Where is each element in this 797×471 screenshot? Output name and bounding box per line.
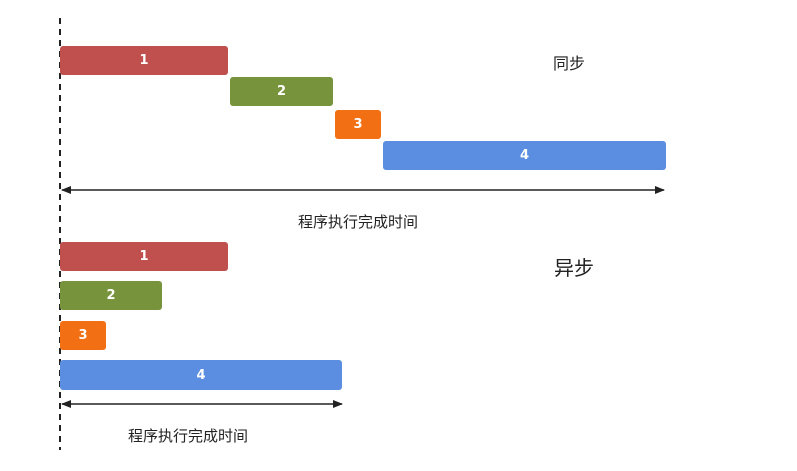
sync-task-2-label: 2 bbox=[276, 84, 287, 99]
sync-task-1-label: 1 bbox=[139, 53, 149, 68]
async-task-2-label: 2 bbox=[106, 288, 116, 303]
sync-task-1-bar: 1 bbox=[60, 46, 228, 75]
async-task-1-bar: 1 bbox=[60, 242, 228, 271]
async-task-4-bar: 4 bbox=[60, 360, 342, 390]
async-task-1-label: 1 bbox=[139, 249, 149, 264]
async-duration-caption: 程序执行完成时间 bbox=[128, 427, 249, 445]
sync-task-3-bar: 3 bbox=[335, 110, 381, 139]
async-title: 异步 bbox=[554, 256, 594, 280]
sync-title: 同步 bbox=[553, 54, 586, 73]
async-task-2-bar: 2 bbox=[60, 281, 162, 310]
sync-duration-caption: 程序执行完成时间 bbox=[298, 213, 419, 231]
sync-task-4-bar: 4 bbox=[383, 141, 666, 170]
sync-task-4-label: 4 bbox=[519, 148, 530, 163]
async-task-4-label: 4 bbox=[196, 367, 206, 383]
async-task-3-bar: 3 bbox=[60, 321, 106, 350]
async-task-3-label: 3 bbox=[78, 328, 88, 343]
sync-task-2-bar: 2 bbox=[230, 77, 333, 106]
sync-task-3-label: 3 bbox=[353, 117, 363, 132]
